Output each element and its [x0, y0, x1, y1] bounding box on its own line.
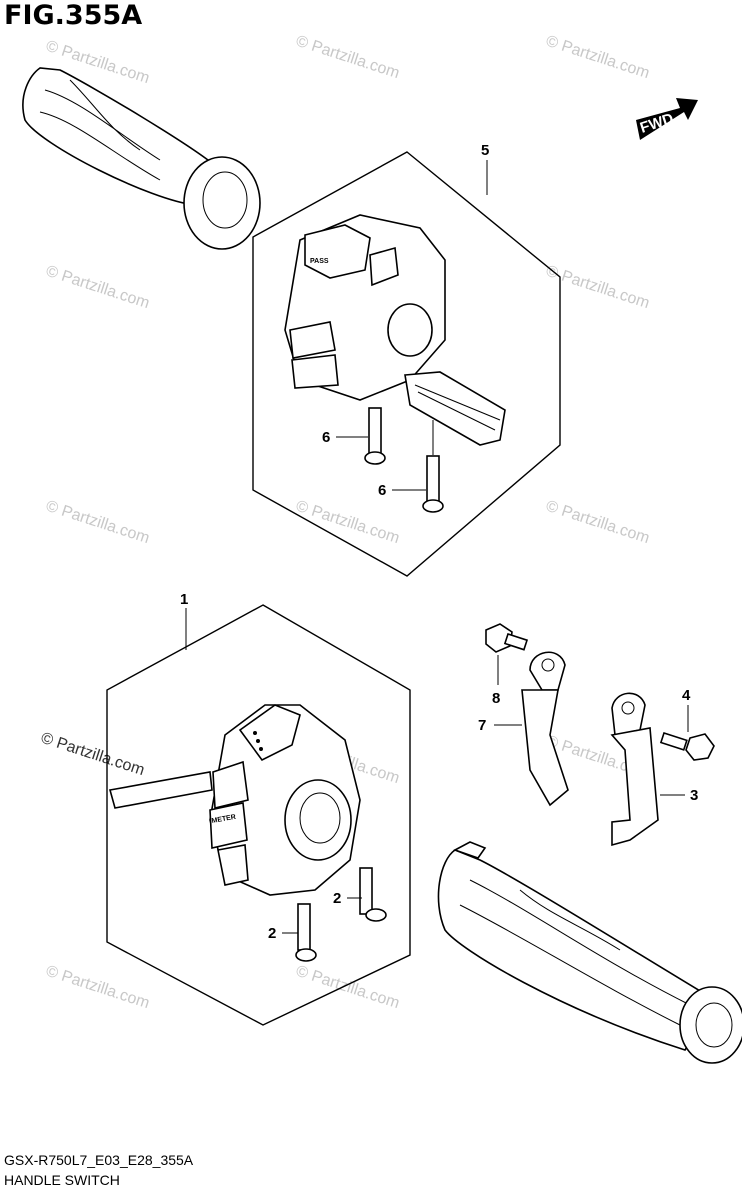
screw-2-right-shank: [359, 867, 373, 915]
bracket-3-body: [610, 727, 659, 847]
left-switch-wire-harness: [404, 371, 506, 446]
left-grip-groove-1: [44, 89, 161, 161]
pass-button[interactable]: [304, 224, 371, 279]
watermark-3: © Partzilla.com: [544, 33, 652, 82]
fwd-label: FWD: [638, 110, 676, 137]
wire-line-2: [417, 391, 496, 431]
callout-4: 4: [682, 687, 691, 704]
callout-3: 3: [690, 787, 698, 804]
right-throttle-grip: [437, 841, 742, 1064]
pass-label: PASS: [310, 258, 329, 265]
callout-6b: 6: [378, 482, 386, 499]
bolt-8-shank: [503, 632, 529, 651]
throttle-grip-groove-2: [459, 904, 681, 1026]
throttle-grip-tab: [453, 841, 487, 859]
wire-line-1: [414, 384, 501, 421]
throttle-grip-end: [679, 986, 742, 1064]
part-5-group-outline: [252, 151, 561, 577]
callout-2b: 2: [333, 890, 341, 907]
throttle-grip-groove-3: [519, 889, 621, 951]
left-handle-grip: [22, 67, 261, 250]
screw-2-left-shank: [297, 903, 311, 951]
figure-title: FIG.355A: [4, 0, 143, 31]
callout-2a: 2: [268, 925, 276, 942]
engine-stop-switch[interactable]: [238, 704, 301, 762]
throttle-grip-body: [437, 849, 717, 1051]
fwd-arrow-icon: [636, 98, 698, 140]
screw-6-upper-shank: [368, 407, 382, 455]
screw-6-lower-head: [422, 499, 444, 513]
watermark-12: © Partzilla.com: [294, 963, 402, 1012]
bracket-7-body: [521, 689, 569, 807]
left-grip-flange: [183, 156, 261, 250]
figure-name: HANDLE SWITCH: [4, 1172, 120, 1188]
callout-1: 1: [180, 591, 188, 608]
indicator-dot-1: [253, 731, 257, 735]
left-grip-groove-2: [39, 111, 161, 181]
screw-6-lower: [422, 455, 444, 513]
indicator-dot-2: [256, 739, 260, 743]
right-switch-wire-harness: [108, 771, 213, 809]
callout-6a: 6: [322, 429, 330, 446]
left-grip-groove-3: [69, 79, 141, 151]
right-handle-switch: METER: [108, 704, 361, 896]
horn-button[interactable]: [291, 354, 339, 389]
throttle-grip-end-bore: [695, 1002, 733, 1048]
turn-signal-switch[interactable]: [289, 321, 336, 359]
mode-switch[interactable]: [212, 760, 249, 810]
left-grip-bore: [202, 171, 248, 229]
hazard-switch[interactable]: [369, 246, 399, 287]
bolt-8: [485, 623, 529, 653]
screw-2-left: [295, 903, 317, 962]
callout-5: 5: [481, 142, 489, 159]
screw-6-lower-shank: [426, 455, 440, 503]
callout-8: 8: [492, 690, 500, 707]
bracket-7: [521, 651, 569, 807]
bolt-4-head: [685, 733, 715, 761]
meter-label: METER: [211, 814, 236, 825]
starter-button[interactable]: [217, 844, 249, 886]
watermark-overlay-dark: © Partzilla.com: [39, 730, 147, 779]
right-switch-bore: [284, 779, 352, 861]
watermark-8: © Partzilla.com: [544, 498, 652, 547]
watermark-2: © Partzilla.com: [294, 33, 402, 82]
bracket-7-hole: [541, 658, 555, 672]
fwd-direction-marker: FWD: [636, 98, 698, 140]
screw-6-upper: [364, 407, 386, 465]
screw-2-right: [359, 867, 387, 922]
indicator-dot-3: [259, 747, 263, 751]
screw-2-right-head: [365, 908, 387, 922]
figure-code: GSX-R750L7_E03_E28_355A: [4, 1152, 194, 1168]
callout-7: 7: [478, 717, 486, 734]
left-handle-switch: PASS: [284, 214, 506, 446]
part-1-group-outline: [106, 604, 411, 1026]
watermark-4: © Partzilla.com: [44, 263, 152, 312]
screw-2-left-head: [295, 948, 317, 962]
bolt-4-shank: [659, 731, 688, 751]
left-switch-bore: [387, 303, 433, 357]
throttle-grip-groove-1: [469, 879, 691, 1006]
screw-6-upper-head: [364, 451, 386, 465]
right-switch-bore-inner: [299, 792, 341, 844]
bracket-3: [610, 692, 659, 847]
meter-switch[interactable]: [209, 802, 248, 849]
watermark-6: © Partzilla.com: [44, 498, 152, 547]
watermark-11: © Partzilla.com: [44, 963, 152, 1012]
bolt-4: [659, 731, 715, 761]
bracket-3-hole: [621, 701, 635, 715]
